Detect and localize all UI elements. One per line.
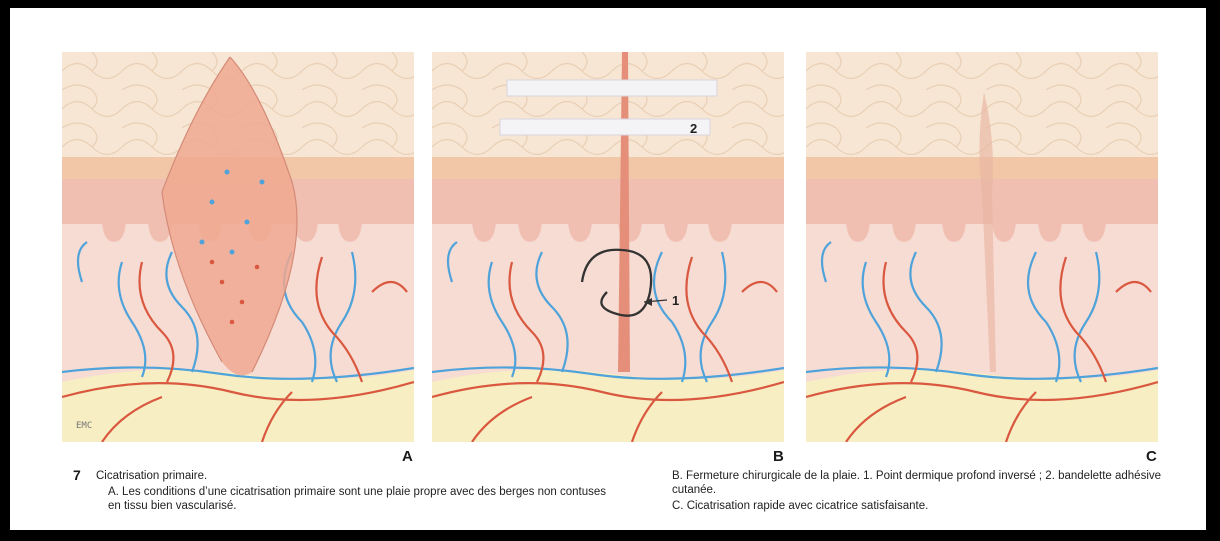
callout-2: 2 bbox=[690, 121, 697, 136]
panel-c-svg bbox=[806, 52, 1158, 442]
caption-b: B. Fermeture chirurgicale de la plaie. 1… bbox=[672, 469, 1182, 497]
figure-title: Cicatrisation primaire. bbox=[96, 469, 207, 483]
panel-a-illustration bbox=[62, 52, 414, 442]
panel-b-svg: 2 1 bbox=[432, 52, 784, 442]
adhesive-strip bbox=[500, 119, 710, 135]
panel-b-illustration: 2 1 bbox=[432, 52, 784, 442]
illustrator-signature: EMC bbox=[76, 421, 92, 431]
figure-frame: 2 1 bbox=[10, 8, 1206, 530]
caption-a: A. Les conditions d’une cicatrisation pr… bbox=[108, 485, 608, 513]
panel-a-letter: A bbox=[402, 448, 413, 465]
caption-c: C. Cicatrisation rapide avec cicatrice s… bbox=[672, 499, 1182, 513]
panel-a-svg bbox=[62, 52, 414, 442]
callout-1: 1 bbox=[672, 293, 679, 308]
panel-b-letter: B bbox=[773, 448, 784, 465]
panel-c-illustration bbox=[806, 52, 1158, 442]
panel-c-letter: C bbox=[1146, 448, 1157, 465]
figure-number: 7 bbox=[73, 467, 81, 483]
adhesive-strip bbox=[507, 80, 717, 96]
